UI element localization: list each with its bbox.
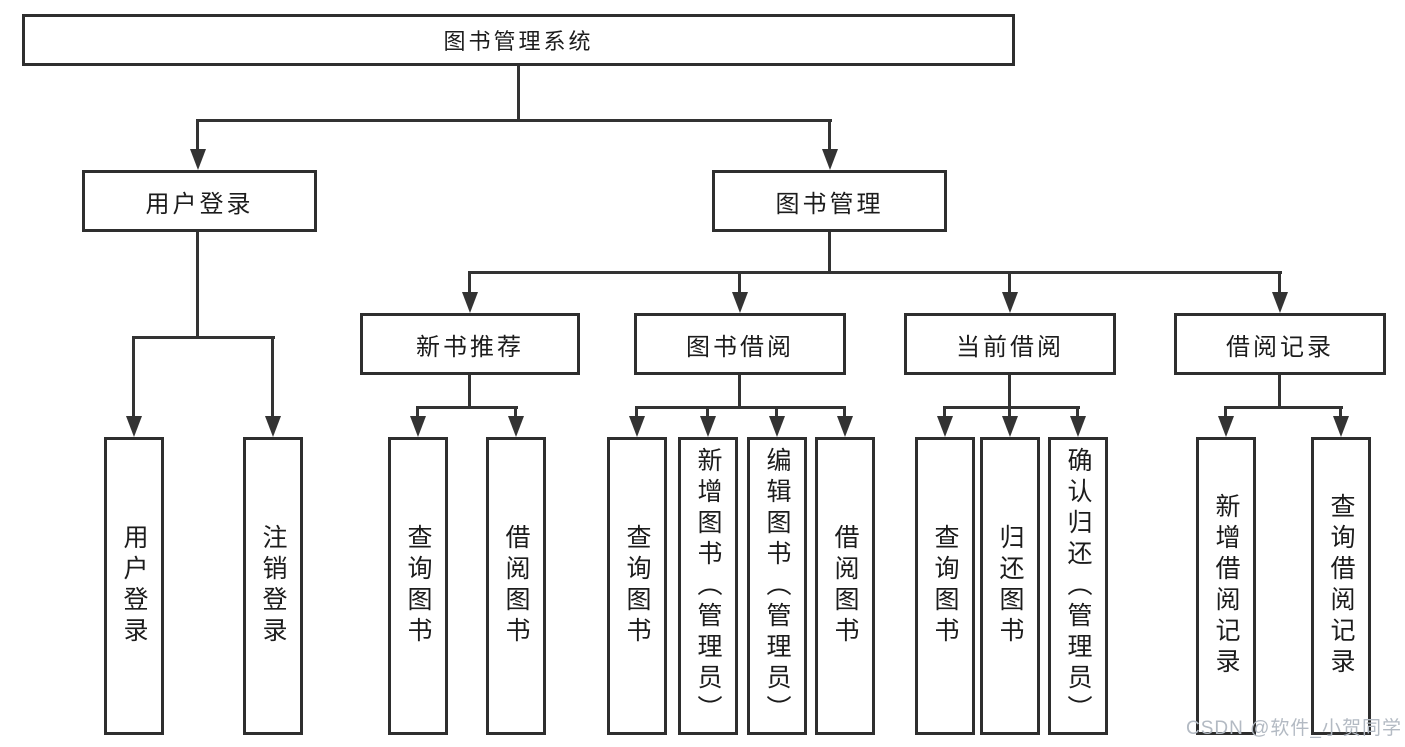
connector-vline [635, 406, 638, 419]
node-library-management-system: 图书管理系统 [22, 14, 1015, 66]
leaf-logout: 注销登录 [243, 437, 303, 735]
node-book-borrowing: 图书借阅 [634, 313, 846, 375]
leaf-confirm-return-admin: 确认归还（管理员） [1048, 437, 1108, 735]
arrowhead-down-icon [190, 149, 206, 170]
connector-vline [514, 406, 517, 419]
connector-hline [635, 406, 846, 409]
arrowhead-down-icon [1333, 416, 1349, 437]
connector-vline [1339, 406, 1342, 419]
connector-vline [1278, 375, 1281, 408]
arrowhead-down-icon [462, 292, 478, 313]
leaf-query-books-current: 查询图书 [915, 437, 975, 735]
connector-hline [468, 271, 1282, 274]
node-new-book-recommendation: 新书推荐 [360, 313, 580, 375]
connector-hline [132, 336, 275, 339]
leaf-add-borrow-record: 新增借阅记录 [1196, 437, 1256, 735]
node-book-management: 图书管理 [712, 170, 947, 232]
connector-vline [1076, 406, 1079, 419]
connector-vline [468, 271, 471, 295]
arrowhead-down-icon [629, 416, 645, 437]
connector-hline [196, 119, 832, 122]
node-current-borrowing: 当前借阅 [904, 313, 1116, 375]
leaf-borrow-books-recommend: 借阅图书 [486, 437, 546, 735]
connector-vline [828, 119, 831, 152]
leaf-return-books: 归还图书 [980, 437, 1040, 735]
connector-hline [416, 406, 518, 409]
connector-vline [775, 406, 778, 419]
arrowhead-down-icon [126, 416, 142, 437]
connector-vline [517, 66, 520, 121]
connector-vline [1008, 406, 1011, 419]
connector-hline [943, 406, 1080, 409]
connector-vline [843, 406, 846, 419]
leaf-add-books-admin: 新增图书（管理员） [678, 437, 738, 735]
connector-vline [271, 336, 274, 419]
arrowhead-down-icon [1218, 416, 1234, 437]
arrowhead-down-icon [265, 416, 281, 437]
leaf-query-borrow-record: 查询借阅记录 [1311, 437, 1371, 735]
arrowhead-down-icon [1272, 292, 1288, 313]
connector-vline [828, 232, 831, 273]
arrowhead-down-icon [508, 416, 524, 437]
connector-hline [1224, 406, 1343, 409]
connector-vline [468, 375, 471, 408]
arrowhead-down-icon [822, 149, 838, 170]
connector-vline [1278, 271, 1281, 295]
arrowhead-down-icon [937, 416, 953, 437]
arrowhead-down-icon [837, 416, 853, 437]
arrowhead-down-icon [1002, 416, 1018, 437]
node-borrowing-records: 借阅记录 [1174, 313, 1386, 375]
connector-vline [132, 336, 135, 419]
leaf-query-books-borrowing: 查询图书 [607, 437, 667, 735]
connector-vline [943, 406, 946, 419]
connector-vline [196, 119, 199, 152]
node-user-login: 用户登录 [82, 170, 317, 232]
connector-vline [738, 375, 741, 408]
connector-vline [706, 406, 709, 419]
connector-vline [1008, 375, 1011, 408]
csdn-watermark: CSDN @软件_小贺同学 [1186, 718, 1402, 739]
arrowhead-down-icon [1070, 416, 1086, 437]
connector-vline [738, 271, 741, 295]
connector-vline [416, 406, 419, 419]
connector-vline [1224, 406, 1227, 419]
arrowhead-down-icon [700, 416, 716, 437]
arrowhead-down-icon [769, 416, 785, 437]
leaf-edit-books-admin: 编辑图书（管理员） [747, 437, 807, 735]
arrowhead-down-icon [410, 416, 426, 437]
arrowhead-down-icon [732, 292, 748, 313]
leaf-query-books-recommend: 查询图书 [388, 437, 448, 735]
connector-vline [1008, 271, 1011, 295]
leaf-borrow-books: 借阅图书 [815, 437, 875, 735]
arrowhead-down-icon [1002, 292, 1018, 313]
leaf-user-login: 用户登录 [104, 437, 164, 735]
connector-vline [196, 232, 199, 338]
